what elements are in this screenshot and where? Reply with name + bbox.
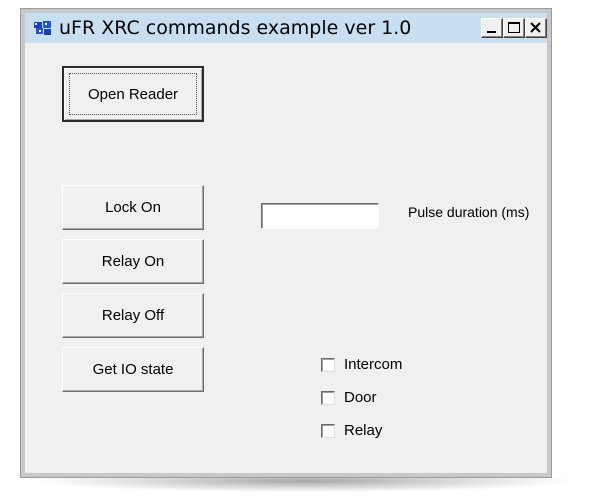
maximize-icon (508, 22, 520, 33)
door-label: Door (344, 389, 377, 406)
close-button[interactable] (525, 18, 547, 38)
relay-on-button[interactable]: Relay On (62, 239, 204, 284)
window-title: uFR XRC commands example ver 1.0 (59, 17, 412, 39)
minimize-button[interactable] (481, 18, 503, 38)
client-area: Open Reader Lock On Relay On Relay Off G… (25, 43, 547, 473)
door-checkbox[interactable] (321, 390, 335, 405)
door-checkbox-row[interactable]: Door (321, 389, 377, 406)
intercom-label: Intercom (344, 356, 403, 373)
relay-off-label: Relay Off (101, 307, 165, 324)
pulse-duration-input[interactable] (261, 203, 379, 229)
maximize-button[interactable] (503, 18, 525, 38)
lock-on-button[interactable]: Lock On (62, 185, 204, 230)
intercom-checkbox-row[interactable]: Intercom (321, 356, 402, 373)
minimize-icon (487, 31, 496, 33)
relay-label: Relay (344, 422, 383, 439)
open-reader-button[interactable]: Open Reader (62, 66, 204, 122)
lock-on-label: Lock On (105, 199, 161, 216)
app-icon (34, 21, 51, 35)
close-icon (530, 22, 541, 33)
get-io-state-button[interactable]: Get IO state (62, 347, 204, 392)
app-window: uFR XRC commands example ver 1.0 Open Re… (20, 8, 552, 478)
relay-checkbox-row[interactable]: Relay (321, 422, 382, 439)
pulse-duration-label: Pulse duration (ms) (408, 204, 530, 220)
relay-on-label: Relay On (101, 253, 165, 270)
open-reader-label: Open Reader (87, 85, 179, 103)
get-io-state-label: Get IO state (92, 361, 174, 378)
intercom-checkbox[interactable] (321, 357, 335, 372)
relay-checkbox[interactable] (321, 423, 335, 438)
relay-off-button[interactable]: Relay Off (62, 293, 204, 338)
title-bar[interactable]: uFR XRC commands example ver 1.0 (25, 13, 547, 43)
